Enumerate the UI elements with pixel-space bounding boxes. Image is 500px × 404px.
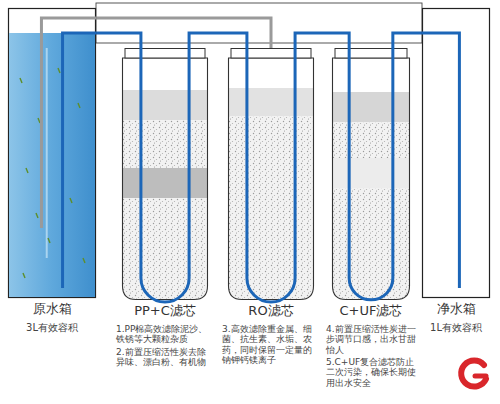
caption: 净水箱 1L有效容积: [418, 302, 494, 335]
waste-tube: [96, 18, 271, 48]
water-tube: [422, 33, 459, 288]
function-note: 5.C+UF复合滤芯防止二次污染，确保长期使用出水安全: [326, 357, 416, 388]
function-note: 1.PP棉高效滤除泥沙、铁锈等大颗粒杂质: [116, 324, 214, 345]
sediment-mark: [70, 198, 72, 203]
filter-layer: [123, 58, 207, 90]
water-tube: [349, 48, 393, 300]
water-tube: [96, 33, 141, 48]
cartridge-outline: [229, 58, 314, 300]
vessel-shape: [228, 48, 314, 300]
filter-media: [229, 58, 314, 300]
filter-layer: [229, 58, 313, 88]
filter-media: [123, 58, 208, 300]
filter-layer: [333, 158, 409, 188]
water-tube: [63, 33, 96, 288]
water-tube: [295, 33, 349, 48]
cartridge-cap: [231, 49, 311, 59]
vessel-name: 原水箱: [8, 302, 96, 317]
filter-cartridge: PP+C滤芯1.PP棉高效滤除泥沙、铁锈等大颗粒杂质2.前置压缩活性炭去除异味、…: [122, 48, 208, 300]
filter-media: [333, 58, 410, 300]
vessel-name: 净水箱: [418, 302, 494, 317]
filter-layer: [333, 92, 409, 122]
tank-outline: [423, 9, 490, 298]
water-tube: [189, 33, 247, 48]
caption: PP+C滤芯 1.PP棉高效滤除泥沙、铁锈等大颗粒杂质2.前置压缩活性炭去除异味、…: [116, 304, 214, 369]
filter-cartridge: RO滤芯3.高效滤除重金属、细菌、抗生素、水垢、农药，同时保留一定量的钠钾钙镁离…: [228, 48, 314, 300]
water-tube: [141, 48, 189, 302]
filter-layer: [123, 168, 207, 198]
vessel-shape: [422, 8, 490, 298]
caption: C+UF滤芯 4.前置压缩活性炭进一步调节口感，出水甘甜怡人5.C+UF复合滤芯防…: [326, 304, 416, 390]
filter-layer: [333, 58, 409, 92]
capacity-note: 1L有效容积: [418, 322, 494, 334]
sediment-mark: [48, 238, 50, 243]
water-tube: [393, 33, 422, 48]
sediment-mark: [36, 213, 38, 218]
vessel-name: C+UF滤芯: [326, 304, 416, 319]
caption: RO滤芯 3.高效滤除重金属、细菌、抗生素、水垢、农药，同时保留一定量的钠钾钙镁离…: [222, 304, 320, 367]
water-tank: 净水箱1L有效容积: [422, 8, 490, 298]
sediment-mark: [20, 78, 22, 83]
cartridge-cap: [125, 49, 205, 59]
water-highlight: [46, 48, 48, 258]
cartridge-outline: [123, 58, 208, 300]
water-tube: [247, 48, 295, 302]
function-note: 3.高效滤除重金属、细菌、抗生素、水垢、农药，同时保留一定量的钠钾钙镁离子: [222, 324, 320, 365]
sediment-mark: [38, 118, 40, 123]
filter-cartridge: C+UF滤芯4.前置压缩活性炭进一步调节口感，出水甘甜怡人5.C+UF复合滤芯防…: [332, 48, 410, 300]
watermark-logo: [461, 361, 486, 387]
cartridge-cap: [335, 49, 407, 59]
cartridge-outline: [333, 58, 410, 300]
caption: 原水箱 3L有效容积: [8, 302, 96, 335]
top-housing: [96, 3, 422, 43]
filter-layer: [229, 88, 313, 116]
sediment-mark: [23, 273, 25, 278]
raw-water: [9, 33, 95, 297]
function-note: 4.前置压缩活性炭进一步调节口感，出水甘甜怡人: [326, 324, 416, 355]
sediment-mark: [78, 103, 80, 108]
vessel-shape: [8, 8, 96, 298]
vessel-shape: [122, 48, 208, 300]
vessel-name: RO滤芯: [222, 304, 320, 319]
function-note: 2.前置压缩活性炭去除异味、漂白粉、有机物: [116, 347, 214, 368]
sediment-mark: [26, 168, 28, 173]
tank-outline: [9, 9, 96, 298]
sediment-mark: [58, 68, 60, 73]
filter-layer: [123, 90, 207, 120]
vessel-shape: [332, 48, 410, 300]
water-tank: 原水箱3L有效容积: [8, 8, 96, 298]
sediment-mark: [83, 258, 85, 263]
capacity-note: 3L有效容积: [8, 322, 96, 334]
vessel-name: PP+C滤芯: [116, 304, 214, 319]
waste-tube: [41, 18, 96, 228]
